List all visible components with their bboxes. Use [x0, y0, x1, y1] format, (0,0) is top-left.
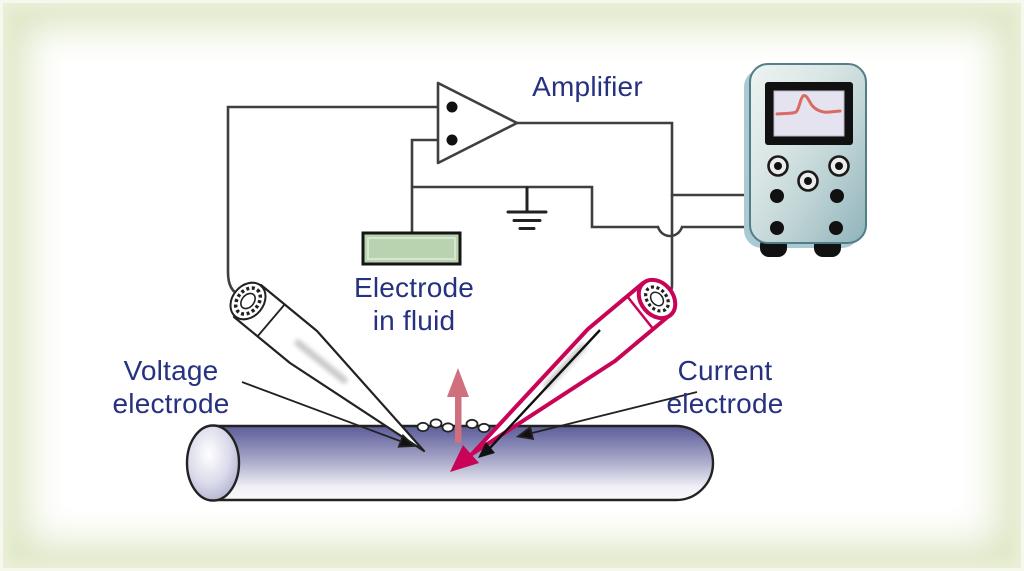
voltage-label-pointer [241, 381, 417, 448]
wire-ground-branch [410, 185, 772, 238]
jack [770, 189, 784, 203]
current-electrode-label-line1: Current [677, 355, 773, 386]
knob [828, 155, 850, 177]
device-jacks [770, 189, 844, 235]
label-pointers [241, 381, 698, 448]
voltage-electrode-label-line1: Voltage [123, 355, 219, 386]
fluid-bubbles [416, 418, 491, 434]
axon-cylinder [185, 424, 715, 502]
fluid-electrode-label: Electrode in fluid [324, 271, 504, 337]
current-direction-arrow-black [478, 329, 601, 458]
current-direction-arrow-crimson [450, 445, 479, 472]
amplifier-label: Amplifier [532, 71, 643, 102]
amp-input-dot-bottom [446, 134, 458, 146]
pipette-rim [636, 277, 678, 321]
wire-voltage-to-amp [226, 105, 450, 300]
current-electrode [450, 277, 678, 472]
voltage-electrode [229, 281, 426, 453]
knob [767, 155, 789, 177]
screen-trace [775, 94, 842, 116]
device-knobs [767, 155, 850, 192]
knob [797, 170, 819, 192]
current-electrode-label-line2: electrode [666, 388, 784, 419]
fluid-electrode-label-line1: Electrode [353, 272, 475, 303]
stimulus-arrow [447, 368, 469, 443]
axon-end-cap [185, 424, 241, 502]
amplifier-symbol [436, 81, 519, 165]
ground-symbol [506, 186, 548, 230]
jack [770, 221, 784, 235]
jack [830, 189, 844, 203]
current-electrode-label: Current electrode [635, 354, 815, 420]
jack [829, 221, 843, 235]
amp-input-dot-top [446, 101, 458, 113]
current-label-pointer [515, 391, 698, 441]
voltage-electrode-label: Voltage electrode [81, 354, 261, 420]
pipette-rim [229, 281, 267, 321]
voltage-electrode-label-line2: electrode [112, 388, 230, 419]
fluid-electrode-label-line2: in fluid [372, 305, 456, 336]
glass-shine [294, 339, 348, 384]
oscilloscope-device [744, 63, 867, 257]
fluid-electrode-box [361, 231, 462, 266]
